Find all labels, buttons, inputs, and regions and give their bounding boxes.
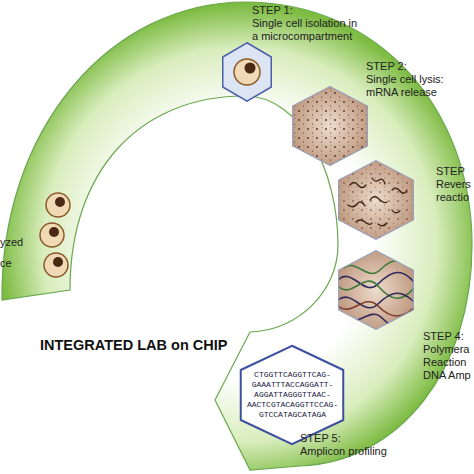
- step-heading: STEP 5:: [300, 432, 341, 445]
- reverse-transcription-illustration: [338, 160, 414, 240]
- hexagon-outline: [222, 42, 272, 102]
- pcr-amplification-illustration: [338, 250, 414, 330]
- hexagon-shape: [241, 346, 344, 445]
- workflow-arrow-band: [2, 2, 472, 470]
- cell-isolation-illustration: [222, 42, 272, 102]
- step-hexagon: STEP 4:Polymera Reaction DNA Amp: [338, 250, 414, 330]
- step-hexagon: STEP 5:Amplicon profilingCTGGTTCAGGTTCAG…: [240, 345, 344, 445]
- hexagon-shape: [293, 87, 368, 166]
- cell-group: [40, 193, 70, 277]
- sequence-text: CTGGTTCAGGTTCAG- GAAATTTACCAGGATT- AGGAT…: [245, 370, 340, 420]
- hexagon-shape: [339, 251, 414, 330]
- step-description: Polymera Reaction DNA Amp: [423, 343, 473, 382]
- step-description: Single cell isolation in a microcompartm…: [252, 17, 362, 43]
- step-heading: STEP: [436, 165, 465, 178]
- step-hexagon: STEPRevers reactio: [338, 160, 414, 240]
- partial-label: yzed: [0, 236, 23, 249]
- step-description: Single cell lysis: mRNA release: [366, 73, 466, 99]
- step-heading: STEP 4:: [423, 330, 464, 343]
- step-hexagon: STEP 1:Single cell isolation in a microc…: [222, 42, 272, 102]
- step-heading: STEP 1:: [252, 4, 293, 17]
- step-hexagon: STEP 2:Single cell lysis: mRNA release: [292, 86, 368, 166]
- step-heading: STEP 2:: [366, 60, 407, 73]
- hexagon-outline: [338, 160, 414, 240]
- partial-label: ce: [0, 257, 12, 270]
- hexagon-outline: [338, 250, 414, 330]
- cell-lysis-illustration: [292, 86, 368, 166]
- step-description: Amplicon profiling: [300, 445, 450, 458]
- step-description: Revers reactio: [436, 178, 474, 204]
- diagram-title: INTEGRATED LAB on CHIP: [40, 337, 227, 353]
- hexagon-shape: [339, 161, 414, 240]
- hexagon-shape: [223, 43, 272, 102]
- hexagon-outline: [292, 86, 368, 166]
- profiling-hexagon-fill: [240, 345, 344, 445]
